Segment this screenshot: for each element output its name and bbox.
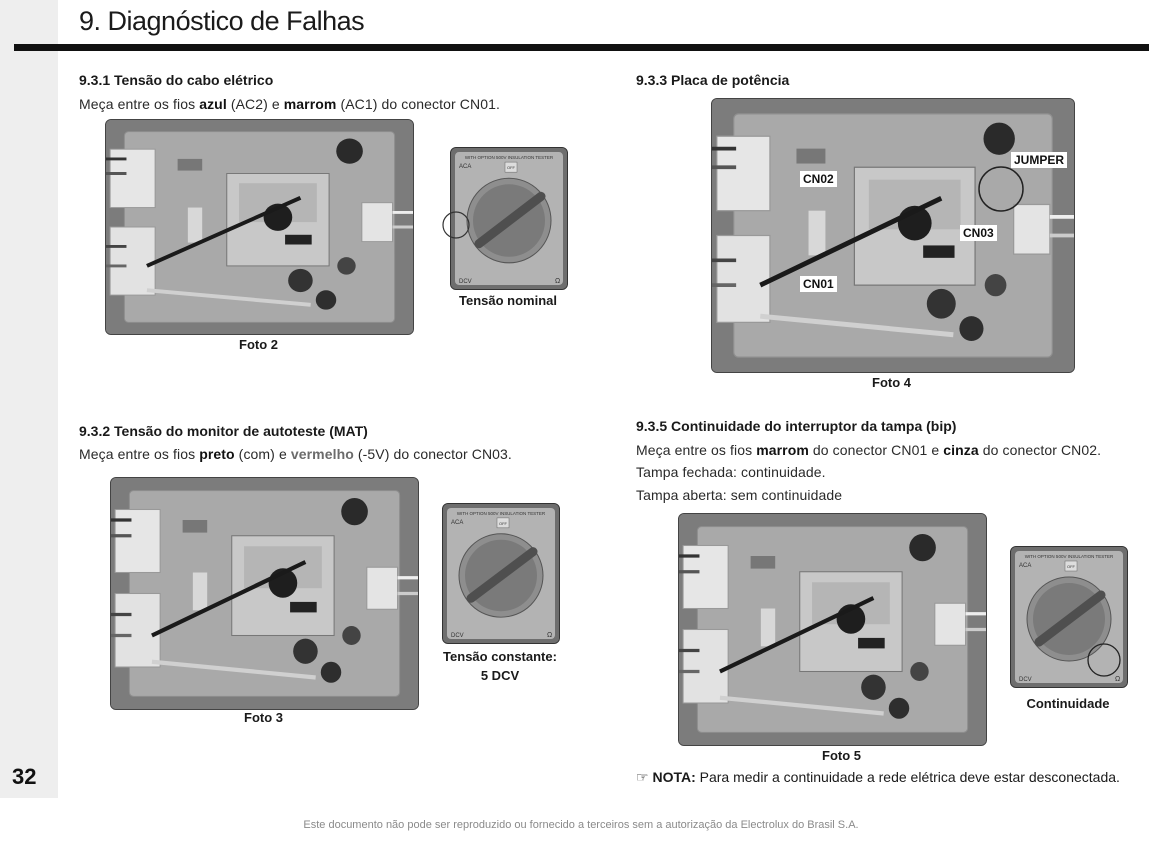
svg-text:WITH OPTION 500V INSULATION: WITH OPTION 500V INSULATION TESTER [457,511,546,516]
photo-3-board [110,477,419,710]
jumper-highlight-circle-icon [978,166,1024,212]
header-rule [14,44,1149,51]
section-text-931: Meça entre os fios azul (AC2) e marrom (… [79,96,500,112]
svg-text:DCV: DCV [459,279,472,285]
page-number: 32 [12,764,37,789]
label-jumper: JUMPER [1011,152,1068,168]
svg-text:ACA: ACA [459,164,471,170]
section-text-935: Meça entre os fios marrom do conector CN… [636,442,1102,458]
continuity-highlight-circle-icon [1087,643,1121,677]
photo-2-caption: Foto 2 [239,337,278,352]
svg-text:DCV: DCV [451,633,464,639]
photo-3-caption: Foto 3 [244,710,283,725]
page-title: 9. Diagnóstico de Falhas [79,6,365,36]
section-heading-933: 9.3.3 Placa de potência [636,72,790,88]
footer-disclaimer: Este documento não pode ser reproduzido … [303,819,859,831]
label-cn03: CN03 [960,225,997,241]
meter-2: WITH OPTION 500V INSULATION TESTER ACA O… [442,503,560,644]
meter-1-caption: Tensão nominal [459,293,557,308]
svg-text:DCV: DCV [1019,677,1032,683]
svg-text:ACA: ACA [451,520,463,526]
page-sidebar [0,0,58,798]
meter-2-caption-line2: 5 DCV [480,668,520,683]
photo-2-board [105,119,414,335]
photo-4-caption: Foto 4 [872,375,911,390]
svg-text:Ω: Ω [1115,676,1120,683]
svg-text:WITH OPTION 500V INSULATION: WITH OPTION 500V INSULATION TESTER [465,155,554,160]
svg-text:Ω: Ω [547,632,552,639]
label-cn01: CN01 [800,276,837,292]
section-text-932: Meça entre os fios preto (com) e vermelh… [79,446,512,462]
meter-3-caption: Continuidade [1026,696,1110,711]
meter-1: WITH OPTION 500V INSULATION TESTER ACA O… [450,147,568,290]
section-heading-932: 9.3.2 Tensão do monitor de autoteste (MA… [79,423,368,439]
meter-2-caption-line1: Tensão constante: [443,649,557,664]
meter-3: WITH OPTION 500V INSULATION TESTER ACA O… [1010,546,1128,688]
highlight-circle-icon [442,211,470,239]
label-cn02: CN02 [800,171,837,187]
svg-text:WITH OPTION 500V INSULATION: WITH OPTION 500V INSULATION TESTER [1025,554,1114,559]
svg-text:ACA: ACA [1019,563,1031,569]
section-text-935-closed: Tampa fechada: continuidade. [636,464,826,480]
note: ☞ NOTA: Para medir a continuidade a rede… [636,769,1120,785]
section-heading-935: 9.3.5 Continuidade do interruptor da tam… [636,418,957,434]
photo-5-board [678,513,987,746]
svg-text:OFF: OFF [499,521,508,526]
svg-text:OFF: OFF [507,165,516,170]
section-heading-931: 9.3.1 Tensão do cabo elétrico [79,72,274,88]
photo-5-caption: Foto 5 [822,748,861,763]
section-text-935-open: Tampa aberta: sem continuidade [636,487,843,503]
svg-text:Ω: Ω [555,278,560,285]
photo-4-board [711,98,1075,373]
pointing-hand-icon: ☞ [636,769,649,785]
svg-text:OFF: OFF [1067,564,1076,569]
